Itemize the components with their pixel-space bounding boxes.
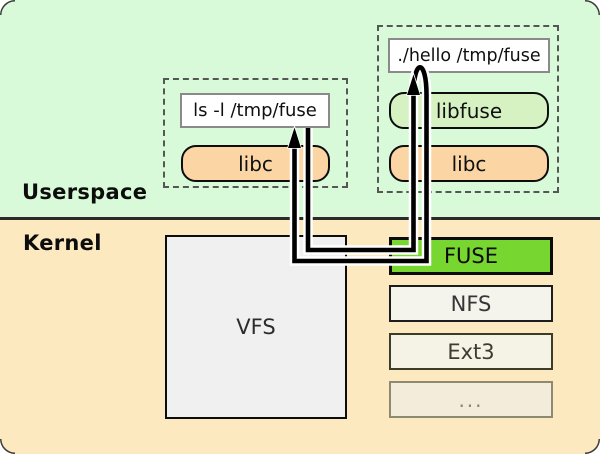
ext3-module-box: Ext3 <box>389 333 553 370</box>
ls-command-box: ls -l /tmp/fuse <box>180 93 330 128</box>
corner-arc-top-right <box>584 0 600 16</box>
vfs-box: VFS <box>165 235 347 419</box>
fuse-module-box: FUSE <box>389 237 553 275</box>
userspace-label: Userspace <box>22 180 148 204</box>
other-fs-module-box: ... <box>389 381 553 418</box>
libc-box-left: libc <box>181 145 330 182</box>
libfuse-box: libfuse <box>389 92 549 129</box>
libc-box-right: libc <box>389 145 549 182</box>
hello-command-box: ./hello /tmp/fuse <box>388 38 550 73</box>
kernel-label: Kernel <box>23 231 102 255</box>
corner-arc-top-left <box>0 0 16 16</box>
nfs-module-box: NFS <box>389 285 553 322</box>
